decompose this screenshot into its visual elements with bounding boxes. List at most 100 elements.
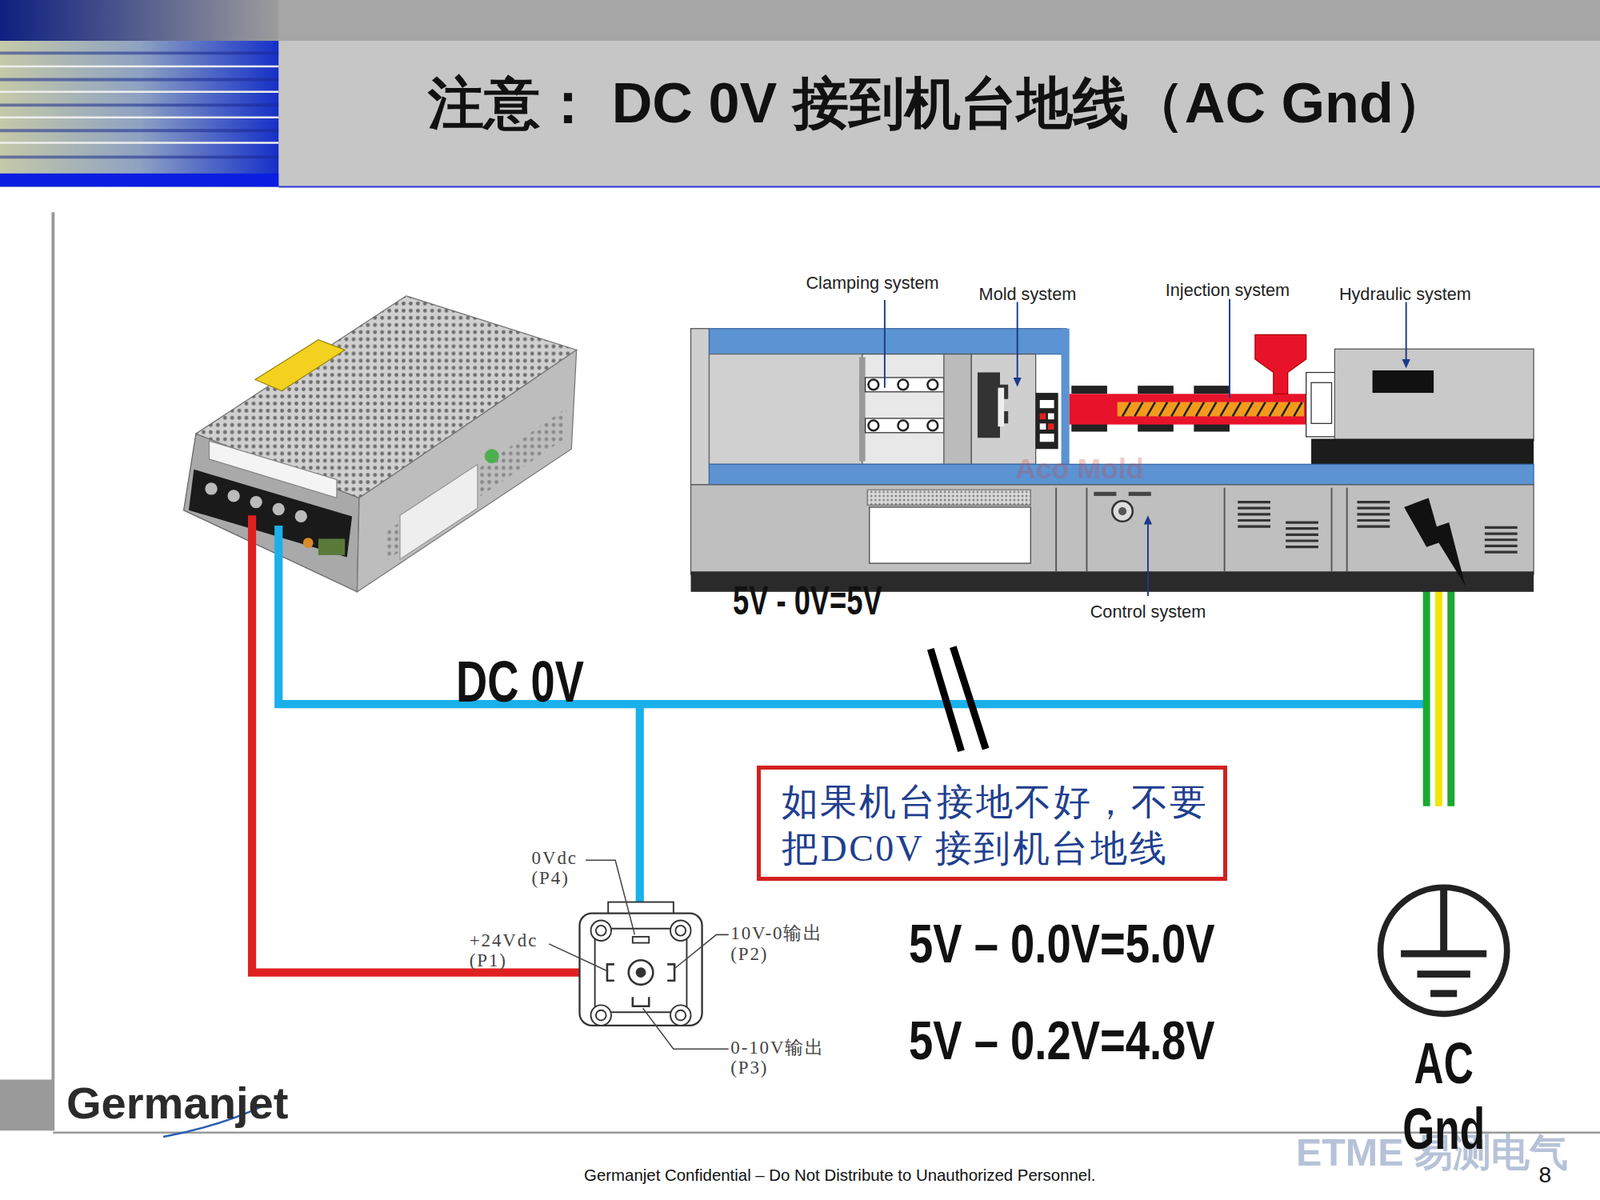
injection-molding-machine <box>1372 370 1435 393</box>
watermark: Aco Mold <box>1015 452 1144 486</box>
ground-circle <box>1400 889 1487 994</box>
slide-frame <box>0 1079 53 1131</box>
header-band <box>0 40 279 187</box>
injection-molding-machine <box>1112 500 1133 522</box>
injection-molding-machine <box>1117 402 1304 417</box>
note-text: 如果机台接地不好，不要把DC0V 接到机台地线 <box>781 779 1211 872</box>
voltage-note: 5V - 0V=5V <box>732 578 883 624</box>
footer-text: Germanjet Confidential – Do Not Distribu… <box>584 1166 1096 1185</box>
power-supply <box>400 464 478 560</box>
header-band <box>0 0 1600 41</box>
power-supply <box>272 503 285 516</box>
pin-label: 0-10V输出 (P3) <box>730 1037 843 1078</box>
injection-molding-machine <box>691 328 710 485</box>
injection-molding-machine <box>1237 502 1517 553</box>
leader-line <box>884 299 1407 596</box>
leader-line <box>1013 377 1022 387</box>
injection-molding-machine <box>971 354 1036 465</box>
sensor-connector <box>579 913 702 1026</box>
injection-molding-machine <box>1071 385 1108 394</box>
power-supply <box>227 489 240 502</box>
header-band <box>0 40 1600 187</box>
pin-label: +24Vdc (P1) <box>469 930 556 971</box>
sensor-connector <box>636 967 647 978</box>
injection-molding-machine <box>997 388 1004 427</box>
ground-symbol: AC Gnd <box>1367 879 1520 1094</box>
injection-molding-machine <box>1036 392 1059 449</box>
sensor-connector <box>670 1004 692 1026</box>
injection-molding-machine <box>927 420 938 432</box>
injection-molding-machine <box>862 354 972 465</box>
power-supply <box>303 537 314 548</box>
sensor-connector <box>596 925 607 936</box>
power-supply <box>318 538 345 555</box>
injection-molding-machine <box>1048 413 1055 420</box>
wires <box>1447 586 1455 806</box>
injection-molding-machine <box>1040 400 1055 408</box>
injection-molding-machine <box>1137 423 1174 432</box>
injection-molding-machine <box>1122 402 1302 417</box>
sensor-connector <box>675 925 686 936</box>
sensor-connector <box>607 964 675 1006</box>
sensor-connector <box>675 1010 686 1021</box>
company-logo: Germanjet <box>66 1077 289 1130</box>
sensor-connector <box>595 928 688 1013</box>
injection-molding-machine <box>867 489 1031 505</box>
injection-molding-machine <box>1093 492 1116 496</box>
injection-molding-machine <box>708 354 862 465</box>
sensor-connector <box>591 1004 612 1026</box>
leader-line <box>884 299 1411 596</box>
sensor-connector <box>591 920 612 942</box>
sensor-connector <box>548 860 728 1049</box>
pin-label: 10V-0输出 (P2) <box>730 923 843 964</box>
ground-circle <box>1380 888 1508 1015</box>
header-band <box>0 0 279 41</box>
injection-molding-machine <box>865 377 944 392</box>
injection-molding-machine <box>1048 423 1055 430</box>
power-supply <box>295 510 308 523</box>
injection-molding-machine <box>1040 413 1047 420</box>
injection-molding-machine <box>865 418 944 433</box>
injection-molding-machine <box>1040 423 1047 430</box>
ground-label: AC Gnd <box>1388 1030 1500 1162</box>
injection-molding-machine <box>868 420 879 432</box>
wires <box>1423 586 1431 806</box>
part-label: Clamping system <box>805 273 939 294</box>
leader-line <box>1144 515 1152 524</box>
ground-circle <box>1367 879 1520 1023</box>
wires <box>930 647 986 752</box>
injection-molding-machine <box>1306 372 1337 437</box>
slide-title: 注意： DC 0V 接到机台地线（AC Gnd） <box>428 71 1450 136</box>
injection-molding-machine <box>1255 334 1307 394</box>
injection-molding-machine <box>927 379 938 390</box>
part-label: Control system <box>1090 602 1207 623</box>
leader-line <box>1402 359 1411 368</box>
power-supply <box>188 469 352 558</box>
slide-frame <box>51 212 55 1131</box>
slide-frame <box>0 212 1600 1137</box>
injection-molding-machine <box>691 484 1535 575</box>
power-supply <box>184 296 577 592</box>
wires <box>636 704 644 934</box>
part-label: Injection system <box>1165 280 1290 301</box>
injection-molding-machine <box>1128 492 1152 496</box>
injection-molding-machine <box>1193 423 1230 432</box>
injection-molding-machine <box>708 328 1066 355</box>
power-supply <box>356 350 576 592</box>
injection-molding-machine <box>977 372 1008 439</box>
header-band <box>0 52 279 157</box>
wires <box>252 515 590 972</box>
sensor-connector <box>596 1010 607 1021</box>
injection-molding-machine <box>1040 433 1055 442</box>
injection-molding-machine <box>1118 507 1127 516</box>
injection-molding-machine <box>1311 438 1534 464</box>
injection-molding-machine <box>869 507 1032 564</box>
injection-molding-machine <box>1061 328 1070 465</box>
note-box: 如果机台接地不好，不要把DC0V 接到机台地线 <box>756 765 1228 881</box>
injection-molding-machine <box>859 356 866 461</box>
injection-molding-machine <box>1311 382 1332 424</box>
sensor-connector <box>548 860 728 1049</box>
injection-molding-machine <box>944 354 972 465</box>
